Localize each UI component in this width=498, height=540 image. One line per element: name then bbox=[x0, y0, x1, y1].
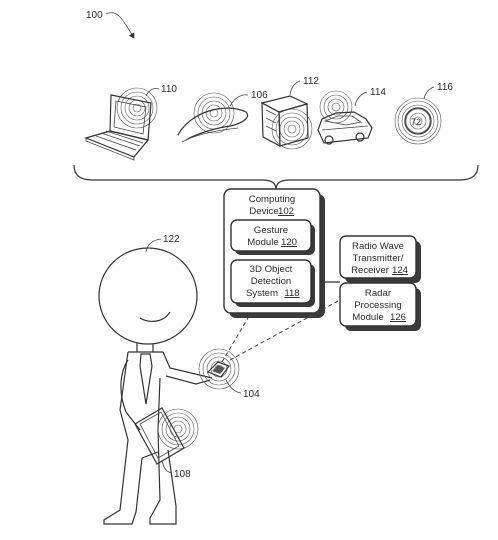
user-neck bbox=[136, 343, 154, 352]
radar-module-box: Radar Processing Module 126 bbox=[339, 282, 421, 331]
handheld-leader bbox=[225, 379, 242, 394]
gesture-module-line2: Module bbox=[247, 237, 278, 248]
appliance-device: 112 bbox=[260, 76, 319, 150]
user-left-leg bbox=[103, 439, 143, 525]
detection-system-line2: Detection bbox=[251, 276, 292, 287]
radar-module-line2: Processing bbox=[354, 300, 401, 311]
radio-wave-line1: Radio Wave bbox=[352, 241, 404, 252]
appliance-signal-rings bbox=[271, 108, 313, 150]
radio-wave-ref: 124 bbox=[392, 265, 409, 276]
detection-system-line1: 3D Object bbox=[250, 264, 293, 275]
user-right-torso bbox=[157, 377, 161, 431]
figure-ref-arrow bbox=[105, 12, 135, 39]
thermostat-device: 72 116 bbox=[394, 82, 453, 145]
wearable-leader bbox=[229, 94, 249, 107]
car-leader bbox=[354, 91, 368, 107]
handheld-ref: 104 bbox=[243, 389, 260, 400]
radio-wave-line2: Transmitter/ bbox=[353, 253, 404, 264]
thermostat-signal-rings bbox=[394, 97, 442, 145]
user-right-arm-lower bbox=[165, 375, 211, 385]
radar-module-ref: 126 bbox=[390, 312, 406, 323]
radio-wave-box: Radio Wave Transmitter/ Receiver 124 bbox=[339, 235, 421, 283]
user-left-arm bbox=[120, 359, 141, 431]
radio-wave-line3: Receiver bbox=[351, 265, 390, 276]
gesture-module-box: Gesture Module 120 bbox=[230, 219, 315, 255]
gesture-module-ref: 120 bbox=[281, 237, 297, 248]
appliance-ref: 112 bbox=[303, 76, 319, 87]
tablet-device: 108 bbox=[134, 407, 199, 480]
tablet-body-icon bbox=[134, 407, 185, 465]
appliance-leader bbox=[289, 80, 301, 96]
computing-device-ref: 102 bbox=[278, 206, 294, 217]
thermostat-display: 72 bbox=[411, 117, 421, 127]
user-right-leg bbox=[149, 429, 177, 525]
gesture-module-line1: Gesture bbox=[254, 225, 288, 236]
user-leader bbox=[145, 238, 162, 253]
user-figure: 122 bbox=[98, 234, 213, 525]
handheld-phone-icon bbox=[206, 361, 230, 378]
wearable-ref: 106 bbox=[251, 90, 268, 101]
thermostat-dial-icon bbox=[404, 107, 432, 135]
detection-system-box: 3D Object Detection System 118 bbox=[230, 259, 315, 307]
figure-ref-label: 100 bbox=[86, 10, 103, 21]
tablet-leader bbox=[161, 459, 173, 474]
radar-module-line3: Module bbox=[352, 312, 383, 323]
laptop-leader bbox=[145, 88, 160, 97]
detection-system-line3: System bbox=[246, 288, 278, 299]
user-ref: 122 bbox=[163, 234, 180, 245]
tablet-signal-rings bbox=[157, 408, 199, 450]
user-left-torso bbox=[119, 351, 129, 441]
user-tie bbox=[139, 353, 153, 405]
computing-device-label-line2: Device bbox=[249, 206, 278, 217]
wearable-device: 106 bbox=[177, 90, 268, 143]
handheld-device: 104 bbox=[198, 348, 260, 400]
appliance-side-icon bbox=[261, 101, 281, 148]
car-device: 114 bbox=[317, 87, 386, 145]
detection-system-ref: 118 bbox=[284, 288, 299, 299]
user-smile bbox=[139, 311, 171, 322]
user-right-arm-upper bbox=[162, 351, 213, 379]
thermostat-leader bbox=[423, 86, 435, 100]
user-head bbox=[98, 247, 198, 345]
thermostat-ref: 116 bbox=[437, 82, 453, 93]
radar-module-line1: Radar bbox=[365, 288, 392, 299]
devices-brace bbox=[73, 164, 479, 191]
wearable-band-icon bbox=[177, 107, 249, 141]
figure-reference: 100 bbox=[86, 10, 135, 39]
appliance-front-icon bbox=[278, 103, 309, 147]
computing-device-box: Computing Device 102 Gesture Module 120 … bbox=[223, 188, 325, 318]
car-wheel-icon bbox=[324, 135, 334, 145]
car-ref: 114 bbox=[370, 87, 386, 98]
handheld-to-computing-link bbox=[221, 317, 249, 363]
wearable-signal-rings bbox=[193, 92, 235, 134]
computing-device-label-line1: Computing bbox=[249, 194, 295, 205]
laptop-ref: 110 bbox=[161, 84, 177, 95]
car-body-icon bbox=[317, 111, 373, 144]
tablet-ref: 108 bbox=[174, 469, 191, 480]
appliance-top-icon bbox=[260, 95, 309, 113]
laptop-device: 110 bbox=[84, 84, 177, 161]
